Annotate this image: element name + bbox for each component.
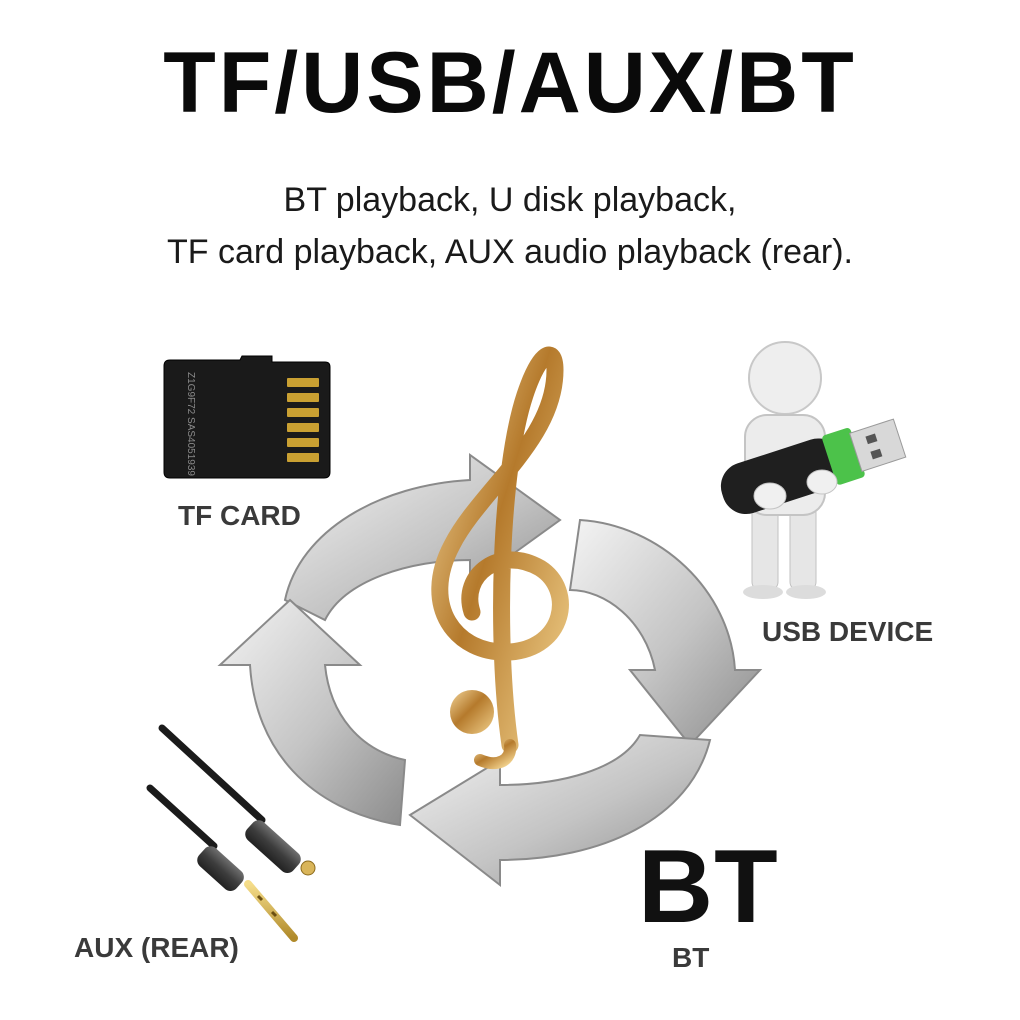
aux-label: AUX (REAR) — [74, 932, 239, 963]
tf-card-label: TF CARD — [178, 500, 301, 531]
page-title: TF/USB/AUX/BT — [163, 35, 857, 131]
cycle-arrows-icon — [217, 453, 763, 888]
bt-label: BT — [672, 942, 710, 973]
subtitle-line-2: TF card playback, AUX audio playback (re… — [167, 233, 853, 271]
subtitle-line-1: BT playback, U disk playback, — [283, 181, 737, 219]
usb-figure-icon — [720, 341, 907, 599]
microsd-card-icon: Z1G9F72 SAS4051939 — [163, 355, 331, 479]
treble-clef-icon — [431, 346, 569, 770]
tf-card-print: Z1G9F72 SAS4051939 — [185, 372, 196, 476]
usb-device-label: USB DEVICE — [762, 616, 934, 647]
aux-cable-icon — [146, 724, 316, 942]
bt-logo: BT — [638, 829, 779, 945]
